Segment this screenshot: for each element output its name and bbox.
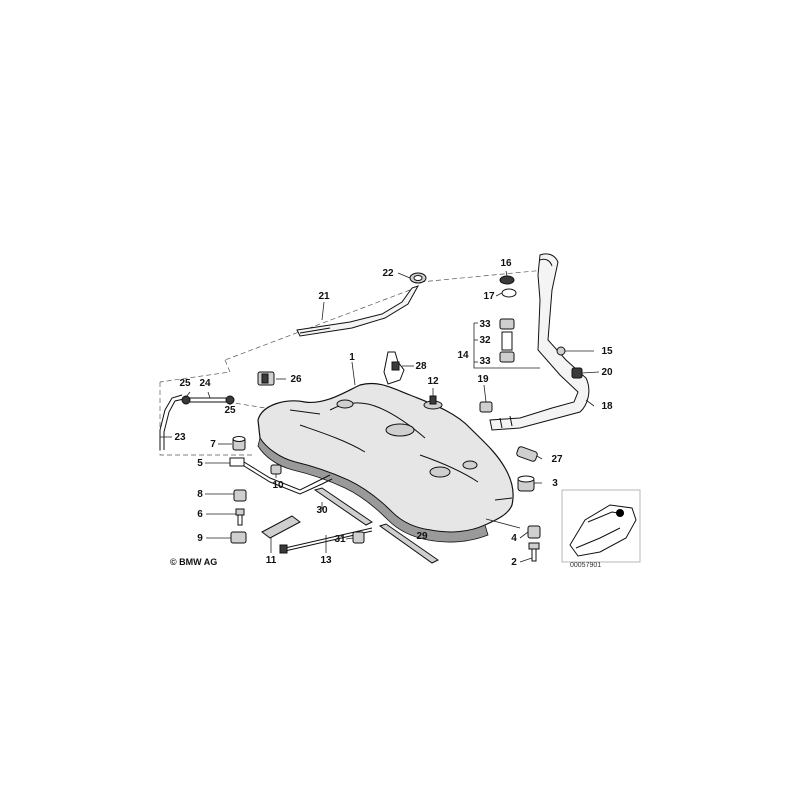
part-label-2[interactable]: 2 <box>511 557 517 568</box>
heat-shield-29[interactable] <box>378 523 439 564</box>
part-label-3[interactable]: 3 <box>552 478 558 489</box>
hose-clamp-20[interactable] <box>571 367 583 379</box>
part-label-28[interactable]: 28 <box>415 361 427 372</box>
nut-8[interactable] <box>233 489 247 502</box>
part-label-29[interactable]: 29 <box>416 531 428 542</box>
pad-11[interactable] <box>261 515 301 539</box>
fuel-tank[interactable] <box>257 382 514 543</box>
copyright-label: © BMW AG <box>170 557 217 567</box>
part-label-25-right[interactable]: 25 <box>224 405 236 416</box>
rubber-mount-3[interactable] <box>517 475 535 492</box>
vehicle-thumbnail: 00057901 <box>561 489 641 569</box>
part-label-23[interactable]: 23 <box>174 432 186 443</box>
part-label-25-left[interactable]: 25 <box>179 378 191 389</box>
part-number-labels: 1 21 22 26 24 25 25 23 7 5 8 6 9 10 11 1… <box>174 258 613 568</box>
part-label-19[interactable]: 19 <box>477 374 489 385</box>
part-label-18[interactable]: 18 <box>601 401 613 412</box>
clamp-15[interactable] <box>556 346 566 356</box>
mounting-bracket-28[interactable] <box>383 351 405 385</box>
bolt-2[interactable] <box>528 542 540 562</box>
part-label-33-lower[interactable]: 33 <box>479 356 491 367</box>
grommet-26[interactable] <box>257 371 275 386</box>
grommet-10[interactable] <box>270 464 282 475</box>
part-label-7[interactable]: 7 <box>210 439 216 450</box>
part-label-10[interactable]: 10 <box>272 480 284 491</box>
diagram-number: 00057901 <box>570 562 601 569</box>
part-label-5[interactable]: 5 <box>197 458 203 469</box>
part-label-14[interactable]: 14 <box>457 350 469 361</box>
part-label-12[interactable]: 12 <box>427 376 439 387</box>
part-label-30[interactable]: 30 <box>316 505 328 516</box>
hose-clamp-33-upper[interactable] <box>499 318 515 330</box>
bolt-6[interactable] <box>235 508 245 526</box>
part-label-16[interactable]: 16 <box>500 258 512 269</box>
part-label-22[interactable]: 22 <box>382 268 394 279</box>
part-label-24[interactable]: 24 <box>199 378 211 389</box>
hose-connector-22[interactable] <box>409 272 427 284</box>
part-label-4[interactable]: 4 <box>511 533 517 544</box>
group-bracket-14 <box>473 322 540 369</box>
tank-cap-12[interactable] <box>423 395 443 410</box>
part-label-6[interactable]: 6 <box>197 509 203 520</box>
part-label-15[interactable]: 15 <box>601 346 613 357</box>
part-label-20[interactable]: 20 <box>601 367 613 378</box>
part-label-8[interactable]: 8 <box>197 489 203 500</box>
part-label-21[interactable]: 21 <box>318 291 330 302</box>
hose-clamp-19[interactable] <box>479 401 493 413</box>
fuel-tank-location-marker <box>616 509 624 517</box>
part-label-26[interactable]: 26 <box>290 374 302 385</box>
seal-ring-16[interactable] <box>499 275 515 285</box>
heat-shield-30[interactable] <box>313 487 373 526</box>
part-label-17[interactable]: 17 <box>483 291 495 302</box>
vent-line-24[interactable] <box>188 397 232 403</box>
part-label-1[interactable]: 1 <box>349 352 355 363</box>
seal-ring-17[interactable] <box>501 288 517 298</box>
connector-pipe-32[interactable] <box>501 331 513 351</box>
tension-strap-5[interactable] <box>229 457 333 495</box>
vent-hose-21[interactable] <box>296 285 420 337</box>
part-label-13[interactable]: 13 <box>320 555 332 566</box>
part-label-32[interactable]: 32 <box>479 335 491 346</box>
nut-4[interactable] <box>527 525 541 539</box>
leader-lines <box>160 270 600 563</box>
grommet-31[interactable] <box>352 531 365 544</box>
filler-neck-18[interactable] <box>489 253 590 431</box>
part-label-27[interactable]: 27 <box>551 454 563 465</box>
part-label-31[interactable]: 31 <box>334 534 346 545</box>
hose-clamp-33-lower[interactable] <box>499 351 515 363</box>
clamp-25-right[interactable] <box>225 395 235 405</box>
clip-9[interactable] <box>230 531 247 544</box>
sleeve-27[interactable] <box>516 446 538 462</box>
rubber-mount-7[interactable] <box>232 436 246 451</box>
part-label-11[interactable]: 11 <box>266 555 277 566</box>
part-label-9[interactable]: 9 <box>197 533 203 544</box>
clamp-25-left[interactable] <box>181 395 191 405</box>
part-label-33-upper[interactable]: 33 <box>479 319 491 330</box>
